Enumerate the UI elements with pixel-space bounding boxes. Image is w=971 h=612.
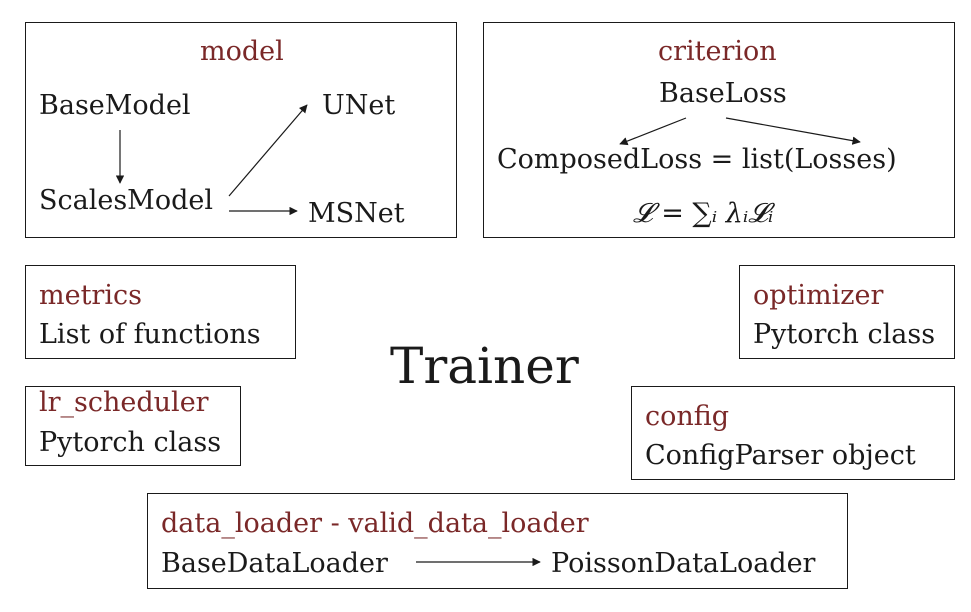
model-title: model <box>200 36 284 67</box>
optimizer-box <box>739 265 955 359</box>
metrics-box <box>25 265 296 359</box>
data-loader-poisson: PoissonDataLoader <box>551 548 816 579</box>
criterion-box <box>483 22 955 238</box>
config-desc: ConfigParser object <box>645 440 916 471</box>
model-unet: UNet <box>322 90 396 121</box>
optimizer-desc: Pytorch class <box>753 319 936 350</box>
optimizer-title: optimizer <box>753 280 884 311</box>
config-title: config <box>645 401 730 432</box>
data-loader-base: BaseDataLoader <box>161 548 388 579</box>
metrics-title: metrics <box>39 280 142 311</box>
config-box <box>631 386 955 480</box>
lr-scheduler-box <box>25 386 241 466</box>
lr-scheduler-title: lr_scheduler <box>39 387 209 418</box>
trainer-label: Trainer <box>390 337 579 395</box>
data-loader-title: data_loader - valid_data_loader <box>161 508 589 539</box>
data-loader-box <box>147 493 848 589</box>
model-scales: ScalesModel <box>39 185 213 216</box>
criterion-composed: ComposedLoss = list(Losses) <box>497 144 897 175</box>
model-base: BaseModel <box>39 90 191 121</box>
model-msnet: MSNet <box>308 198 405 229</box>
lr-scheduler-desc: Pytorch class <box>39 427 222 458</box>
criterion-base: BaseLoss <box>659 78 787 109</box>
criterion-title: criterion <box>658 36 777 67</box>
metrics-desc: List of functions <box>39 319 261 350</box>
criterion-formula: 𝓛 = ∑ᵢ λᵢ𝓛ᵢ <box>633 198 774 229</box>
